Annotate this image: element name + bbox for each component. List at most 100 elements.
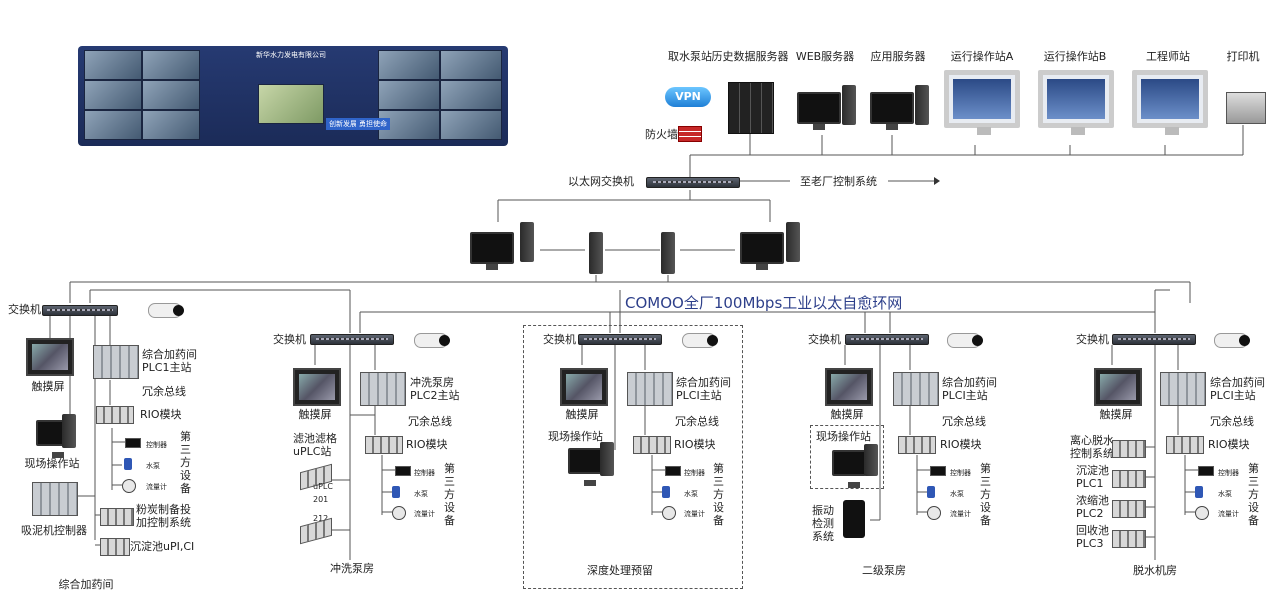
pump-icon <box>392 486 400 498</box>
redundant-bus-label: 冗余总线 <box>942 415 986 428</box>
switch-icon <box>42 305 118 316</box>
monitor-icon <box>740 232 784 270</box>
field-station-label: 现场操作站 <box>24 457 80 470</box>
pump-icon <box>1195 486 1203 498</box>
tower-icon <box>786 222 800 262</box>
uplc-201-label: uPLC 201 <box>313 482 333 504</box>
workstation-monitor-icon <box>1132 70 1208 135</box>
switch-icon <box>845 334 929 345</box>
plc-label: 综合加药间 PLCI主站 <box>942 376 997 402</box>
group-name: 二级泵房 <box>862 564 906 577</box>
recovery-plc3-label: 回收池 PLC3 <box>1076 524 1109 550</box>
controller-icon <box>395 466 411 476</box>
button-b: 勇担使命 <box>356 118 390 130</box>
video-feed <box>142 50 200 80</box>
server-rack-icon <box>728 82 774 134</box>
controller-icon <box>1198 466 1214 476</box>
firewall-label: 防火墙 <box>645 128 678 141</box>
rio-icon <box>100 538 130 556</box>
switch-label: 交换机 <box>273 333 306 346</box>
carbon-system-label: 粉炭制备投 加控制系统 <box>136 503 191 529</box>
third-party-label: 第三方设备 <box>713 462 724 527</box>
pump-label: 水泵 <box>414 490 428 498</box>
controller-label: 控制器 <box>950 469 971 477</box>
controller-label: 控制器 <box>684 469 705 477</box>
plc-icon <box>32 482 78 516</box>
rio-icon <box>633 436 671 454</box>
video-wall: 新华水力发电有限公司 创新发展 勇担使命 <box>78 46 508 146</box>
vibration-detector-icon <box>843 500 865 538</box>
redundant-bus-label: 冗余总线 <box>1210 415 1254 428</box>
plc-label: 综合加药间 PLC1主站 <box>142 348 197 374</box>
field-station-box <box>810 425 884 489</box>
pump-icon <box>927 486 935 498</box>
ethernet-switch-label: 以太网交换机 <box>568 175 634 188</box>
flowmeter-icon <box>122 479 136 493</box>
pump-label: 水泵 <box>1218 490 1232 498</box>
touch-panel-icon <box>293 368 341 406</box>
flowmeter-icon <box>1195 506 1209 520</box>
thicken-plc2-label: 浓缩池 PLC2 <box>1076 494 1109 520</box>
pump-label: 水泵 <box>950 490 964 498</box>
sludge-controller-label: 吸泥机控制器 <box>21 524 87 537</box>
rio-label: RIO模块 <box>140 408 182 421</box>
op-station-b-label: 运行操作站B <box>1043 50 1107 63</box>
plc-label: 综合加药间 PLCI主站 <box>1210 376 1265 402</box>
video-feed <box>440 110 502 140</box>
video-feed <box>142 80 200 110</box>
monitor-icon <box>470 232 514 270</box>
monitor-icon <box>870 92 914 130</box>
workstation-monitor-icon <box>1038 70 1114 135</box>
field-station-label: 现场操作站 <box>548 430 603 443</box>
sediment-plc1-label: 沉淀池 PLC1 <box>1076 464 1109 490</box>
switch-label: 交换机 <box>808 333 841 346</box>
server-icon <box>661 232 675 274</box>
plc-label: 冲洗泵房 PLC2主站 <box>410 376 460 402</box>
third-party-label: 第三方设备 <box>444 462 455 527</box>
vibration-system-label: 振动 检测 系统 <box>812 504 834 543</box>
touch-label: 触摸屏 <box>298 408 332 421</box>
tower-icon <box>915 85 929 125</box>
printer-icon <box>1226 92 1266 124</box>
uplc-212-label: 212 <box>313 514 329 523</box>
third-party-label: 第三方设备 <box>1248 462 1259 527</box>
plc-icon <box>627 372 673 406</box>
video-feed <box>84 80 142 110</box>
meter-label: 流量计 <box>684 510 705 518</box>
core-switch-icon <box>646 177 740 188</box>
video-feed <box>84 50 142 80</box>
firewall-icon <box>678 126 702 142</box>
third-party-label: 第三方设备 <box>980 462 991 527</box>
company-name: 新华水力发电有限公司 <box>256 51 326 59</box>
touch-panel-icon <box>26 338 74 376</box>
flowmeter-icon <box>927 506 941 520</box>
monitor-icon <box>797 92 841 130</box>
filter-uplc-label: 滤池滤格 uPLC站 <box>293 432 337 458</box>
switch-label: 交换机 <box>543 333 576 346</box>
controller-label: 控制器 <box>146 441 167 449</box>
ring-title: COMOO全厂100Mbps工业以太自愈环网 <box>625 294 903 312</box>
touch-label: 触摸屏 <box>830 408 864 421</box>
video-feed <box>142 110 200 140</box>
rio-icon <box>1112 440 1146 458</box>
rio-icon <box>96 406 134 424</box>
rio-icon <box>1112 500 1146 518</box>
redundant-bus-label: 冗余总线 <box>142 385 186 398</box>
camera-icon <box>682 333 718 348</box>
tower-icon <box>520 222 534 262</box>
touch-panel-icon <box>1094 368 1142 406</box>
rio-icon <box>1112 530 1146 548</box>
redundant-bus-label: 冗余总线 <box>408 415 452 428</box>
touch-panel-icon <box>825 368 873 406</box>
video-feed <box>378 80 440 110</box>
touch-panel-icon <box>560 368 608 406</box>
controller-icon <box>930 466 946 476</box>
touch-label: 触摸屏 <box>1099 408 1133 421</box>
switch-icon <box>310 334 394 345</box>
engineer-station-label: 工程师站 <box>1146 50 1190 63</box>
map-panel <box>258 84 324 124</box>
sediment-upi-label: 沉淀池uPI,CI <box>130 540 195 553</box>
video-feed <box>378 50 440 80</box>
flowmeter-icon <box>392 506 406 520</box>
group-name: 冲洗泵房 <box>330 562 374 575</box>
